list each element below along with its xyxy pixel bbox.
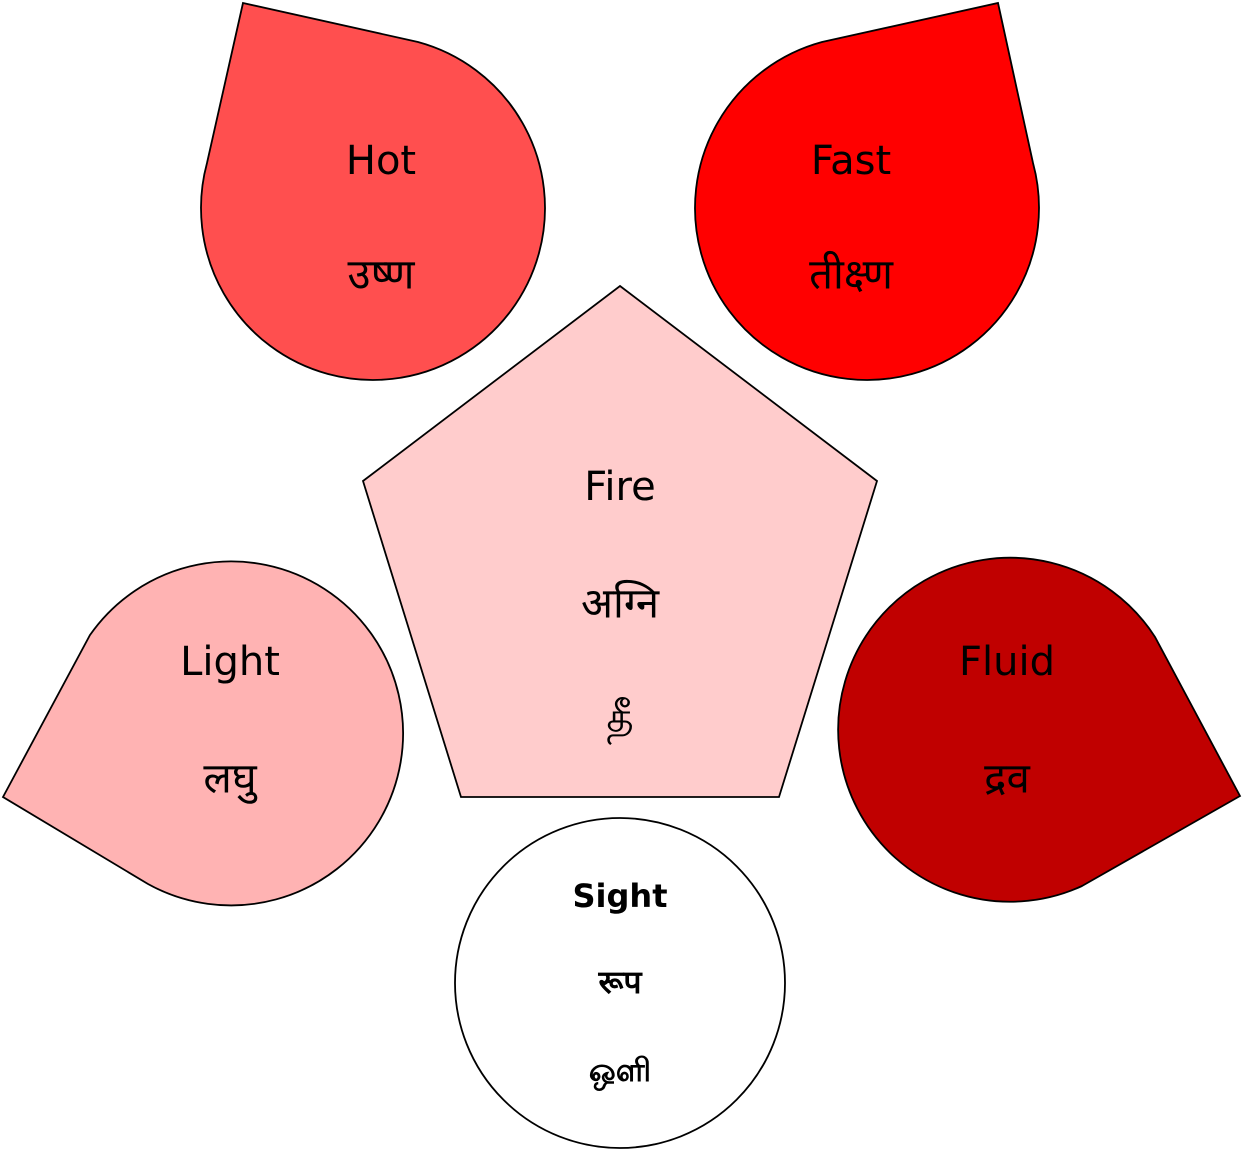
- petal-fast-shape: [694, 1, 1040, 381]
- sense-english: Sight: [573, 877, 668, 915]
- petal-light-shape: [1, 560, 404, 907]
- petal-hot-english: Hot: [346, 138, 416, 184]
- petal-light: Light लघु: [1, 560, 404, 907]
- sense-sight: Sight रूप ஒளி: [454, 817, 786, 1149]
- sense-tamil: ஒளி: [589, 1051, 651, 1091]
- petal-fast-sanskrit: तीक्ष्ण: [809, 250, 894, 299]
- petal-fluid-shape: [837, 556, 1242, 903]
- center-pentagon: [361, 284, 879, 798]
- petal-light-sanskrit: लघु: [203, 754, 257, 805]
- petal-light-english: Light: [180, 639, 280, 685]
- center-english: Fire: [584, 464, 655, 510]
- sense-sanskrit: रूप: [597, 963, 643, 1001]
- petal-fast: Fast तीक्ष्ण: [694, 1, 1040, 381]
- petal-fluid: Fluid द्रव: [837, 556, 1242, 903]
- center-sanskrit: अग्नि: [581, 579, 660, 628]
- center-tamil: தீ: [606, 693, 633, 746]
- petal-fluid-english: Fluid: [959, 639, 1055, 685]
- center-fire: Fire अग्नि தீ: [361, 284, 879, 798]
- petal-hot-sanskrit: उष्ण: [348, 250, 416, 299]
- petal-fluid-sanskrit: द्रव: [984, 754, 1030, 803]
- sense-circle: [454, 817, 786, 1149]
- petal-hot: Hot उष्ण: [200, 1, 546, 381]
- petal-hot-shape: [200, 1, 546, 381]
- petal-fast-english: Fast: [811, 138, 891, 184]
